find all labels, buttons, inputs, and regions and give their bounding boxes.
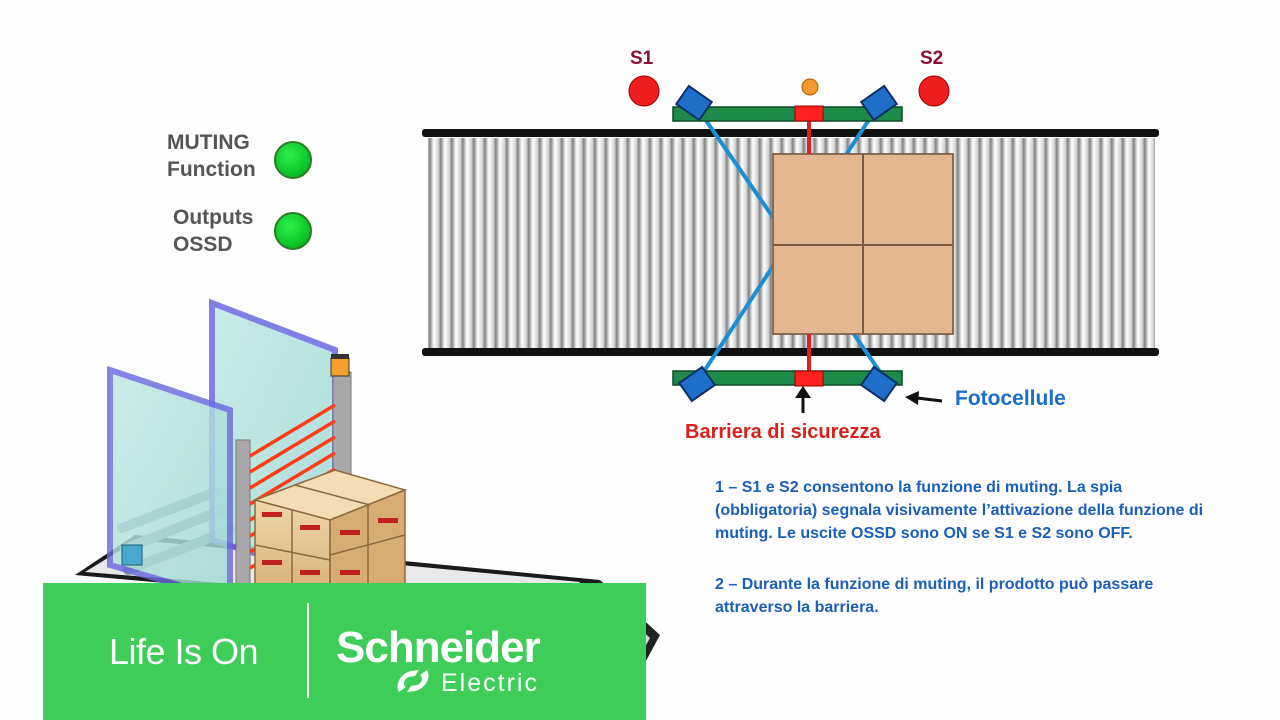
barrier-emitter-top [794,105,824,122]
brand-name: Schneider [336,623,541,672]
muting-function-label: MUTING Function [167,131,256,181]
sensor-s2-lamp [918,75,950,107]
package-top-view [772,153,954,335]
photocell-top-left [674,84,714,122]
bottom-sensor-rail [672,365,903,403]
note-2: 2 – Durante la funzione di muting, il pr… [715,576,1154,616]
photocell-top-right [859,84,899,122]
conveyor-top-rail [422,129,1159,137]
brand-tagline: Life Is On [109,631,259,672]
photocell-bottom-right [859,365,899,403]
muting-indicator-lamp [801,78,819,96]
brand-subname: Electric [441,669,539,697]
sensor-s2-label: S2 [920,48,944,69]
arrow-to-photocell [905,391,943,405]
sensor-s1-label: S1 [630,48,654,69]
brand-divider [307,603,309,698]
top-sensor-rail [672,84,903,122]
outputs-ossd-label: Outputs OSSD [173,206,254,256]
arrow-to-barrier [795,386,811,413]
note-1: 1 – S1 e S2 consentono la funzione di mu… [715,479,1204,542]
brand-bar: Life Is On Schneider Electric [43,583,646,720]
fotocellule-label: Fotocellule [955,387,1066,410]
photocell-bottom-left [677,365,717,403]
barrier-emitter-bottom [794,370,824,387]
outputs-ossd-led [274,212,312,250]
sensor-s1-lamp [628,75,660,107]
muting-function-led [274,141,312,179]
conveyor-bottom-rail [422,348,1159,356]
schneider-logo-icon [397,670,429,692]
installation-3d-illustration [75,298,660,672]
barriera-label: Barriera di sicurezza [685,421,881,443]
